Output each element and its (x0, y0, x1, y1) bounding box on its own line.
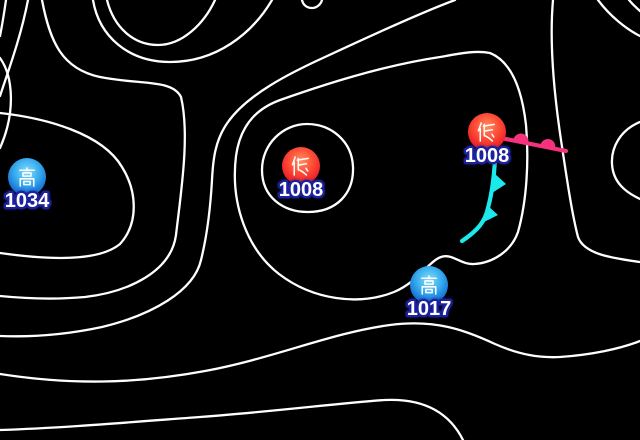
high-pressure-circle (410, 266, 448, 304)
warm-front-semicircle-icon (513, 133, 529, 143)
isobar-line (233, 50, 529, 301)
pressure-value-label: 1008 (465, 145, 510, 167)
low-pressure-circle (468, 113, 506, 151)
isobar-line (260, 122, 355, 214)
high-pressure-circle (8, 158, 46, 196)
cold-front-line (459, 156, 498, 244)
warm-front-semicircle-icon (540, 138, 556, 148)
cold-front (459, 156, 506, 244)
isobar-line (0, 398, 465, 440)
isobar-line (0, 111, 135, 260)
isobar-line (627, 0, 640, 13)
warm-front (498, 133, 569, 154)
high-symbol-icon (421, 275, 437, 295)
pressure-marker-high-1017[interactable]: 1017 (405, 266, 454, 322)
isobar-line (610, 120, 640, 201)
isobar-line (0, 322, 640, 383)
pressure-value-label: 1034 (5, 190, 50, 212)
isobar-line (105, 0, 217, 47)
isobar-line (300, 0, 324, 10)
isobar-line (91, 0, 274, 64)
isobar-line (0, 0, 457, 338)
isobar-line (550, 0, 640, 264)
pressure-marker-high-1034[interactable]: 1034 (3, 158, 52, 214)
isobar-line (0, 0, 8, 38)
isobar-line (596, 0, 640, 38)
pressure-value-label: 1017 (407, 298, 452, 320)
low-pressure-circle (282, 147, 320, 185)
pressure-marker-low-1008-center[interactable]: 1008 (277, 147, 326, 203)
low-symbol-icon (291, 156, 309, 176)
cold-front-triangle-icon (482, 205, 498, 223)
pressure-marker-low-1008-east[interactable]: 1008 (463, 113, 512, 169)
low-symbol-icon (477, 122, 495, 142)
isobar-line (0, 0, 30, 98)
isobar-line (0, 0, 186, 300)
warm-front-line (498, 135, 569, 154)
high-symbol-icon (19, 167, 35, 187)
isobar-line (0, 56, 13, 150)
cold-front-triangle-icon (492, 173, 506, 193)
pressure-value-label: 1008 (279, 179, 324, 201)
